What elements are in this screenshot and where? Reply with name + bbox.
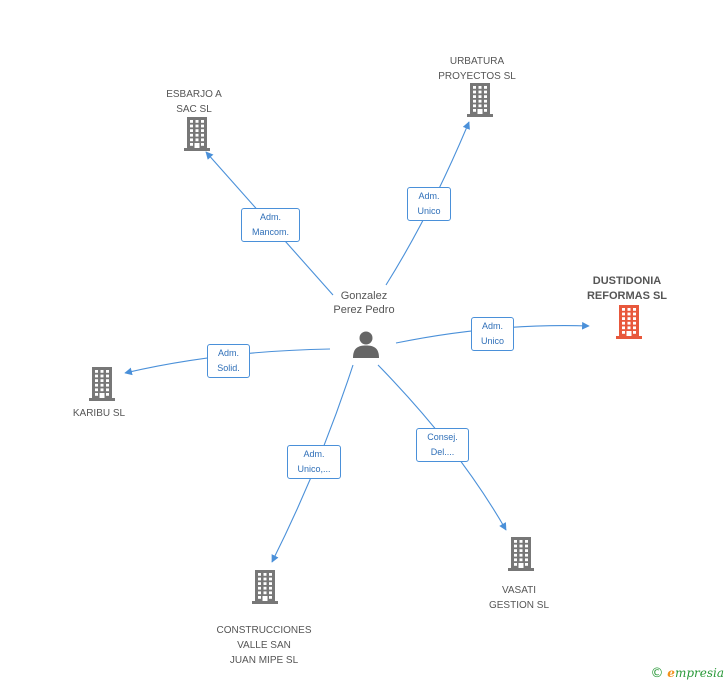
building-icon-urbatura[interactable]: [465, 83, 495, 122]
edge-label-dustidonia[interactable]: Adm. Unico: [471, 317, 514, 351]
person-icon[interactable]: [351, 329, 381, 364]
building-icon-karibu[interactable]: [87, 367, 117, 406]
person-name[interactable]: Gonzalez Perez Pedro: [333, 290, 395, 316]
footer-brand: © empresia: [650, 666, 724, 681]
edge-label-karibu[interactable]: Adm. Solid.: [207, 344, 250, 378]
edge-label-construcciones[interactable]: Adm. Unico,...: [287, 445, 341, 479]
edge-label-urbatura[interactable]: Adm. Unico: [407, 187, 451, 221]
edge-label-vasati[interactable]: Consej. Del....: [416, 428, 469, 462]
brand-name: mpresia: [674, 666, 724, 680]
copyright-symbol: ©: [650, 666, 664, 681]
building-icon-construcciones[interactable]: [250, 570, 280, 609]
company-label-vasati[interactable]: VASATI GESTION SL: [488, 585, 549, 611]
brand-initial: e: [667, 666, 675, 680]
building-icon-vasati[interactable]: [506, 537, 536, 576]
company-label-dustidonia[interactable]: DUSTIDONIA REFORMAS SL: [586, 275, 668, 302]
company-label-construcciones[interactable]: CONSTRUCCIONES VALLE SAN JUAN MIPE SL: [216, 625, 312, 666]
building-icon-dustidonia[interactable]: [614, 305, 644, 344]
company-label-karibu[interactable]: KARIBU SL: [72, 408, 126, 419]
edge-label-esbarjo[interactable]: Adm. Mancom.: [241, 208, 300, 242]
company-label-esbarjo[interactable]: ESBARJO A SAC SL: [166, 89, 222, 115]
company-label-urbatura[interactable]: URBATURA PROYECTOS SL: [438, 56, 516, 82]
building-icon-esbarjo[interactable]: [182, 117, 212, 156]
